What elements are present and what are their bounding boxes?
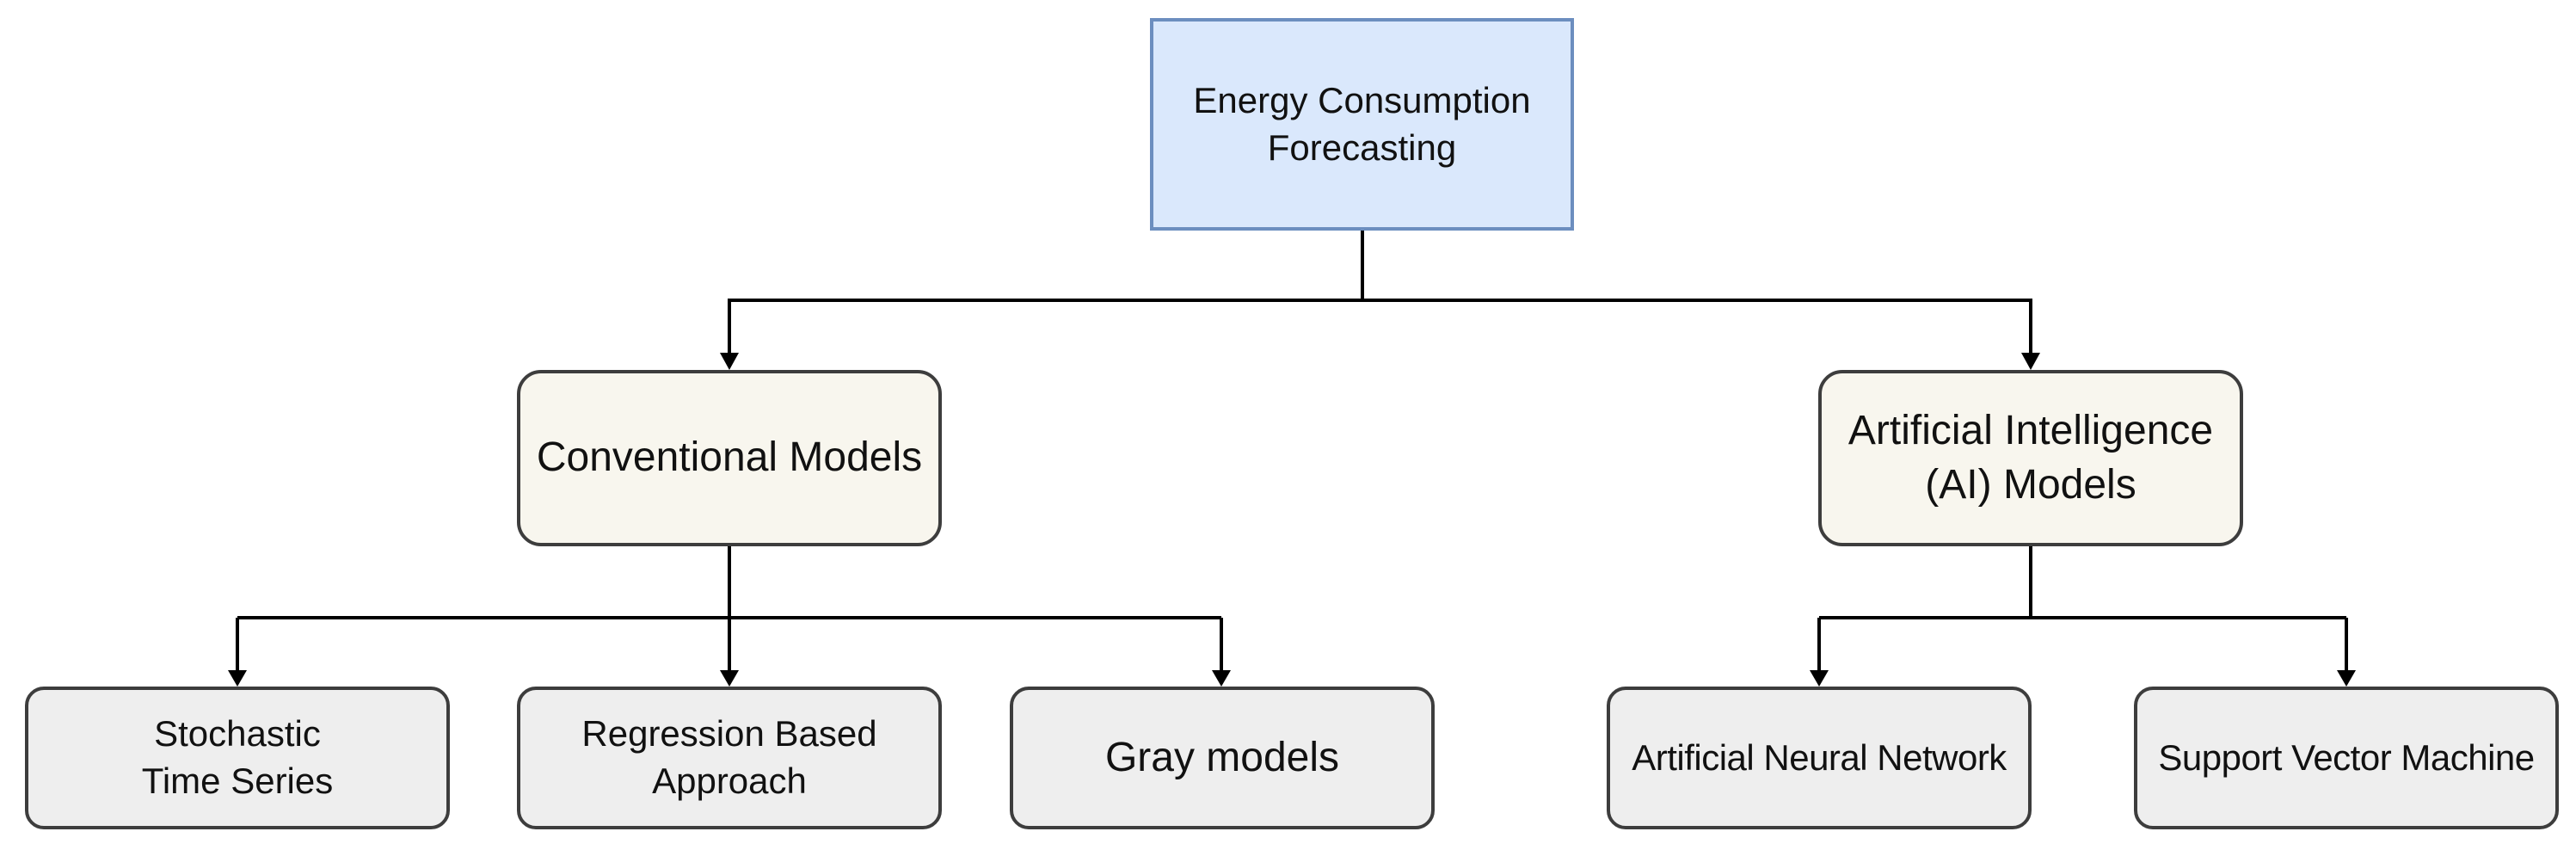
leaf-node-label: Artificial Neural Network: [1632, 736, 2007, 778]
leaf-node-label: Stochastic Time Series: [141, 713, 334, 801]
root-node-energy-consumption-forecasting: Energy Consumption Forecasting: [1150, 18, 1574, 231]
leaf-node-gray-models: Gray models: [1010, 687, 1435, 829]
leaf-node-stochastic-time-series: Stochastic Time Series: [25, 687, 450, 829]
leaf-node-label: Support Vector Machine: [2158, 736, 2535, 778]
leaf-node-regression-based-approach: Regression Based Approach: [517, 687, 942, 829]
leaf-node-label: Gray models: [1104, 734, 1340, 780]
category-node-label: Conventional Models: [536, 434, 923, 481]
connector-root-to-conventional: [728, 231, 1364, 354]
connector-root-to-ai: [1362, 299, 2032, 354]
leaf-node-label: Regression Based Approach: [581, 713, 877, 801]
arrowhead-regression: [720, 670, 739, 687]
category-node-label: Artificial Intelligence (AI) Models: [1847, 408, 2214, 508]
arrowhead-gray: [1212, 670, 1231, 687]
arrowhead-stochastic: [228, 670, 247, 687]
arrowhead-conventional: [720, 353, 739, 370]
arrowhead-ai: [2021, 353, 2040, 370]
root-node-label: Energy Consumption Forecasting: [1193, 79, 1531, 168]
arrowhead-svm: [2337, 670, 2356, 687]
arrowhead-ann: [1810, 670, 1829, 687]
leaf-node-support-vector-machine: Support Vector Machine: [2134, 687, 2559, 829]
category-node-ai-models: Artificial Intelligence (AI) Models: [1818, 370, 2243, 546]
category-node-conventional-models: Conventional Models: [517, 370, 942, 546]
leaf-node-artificial-neural-network: Artificial Neural Network: [1607, 687, 2032, 829]
